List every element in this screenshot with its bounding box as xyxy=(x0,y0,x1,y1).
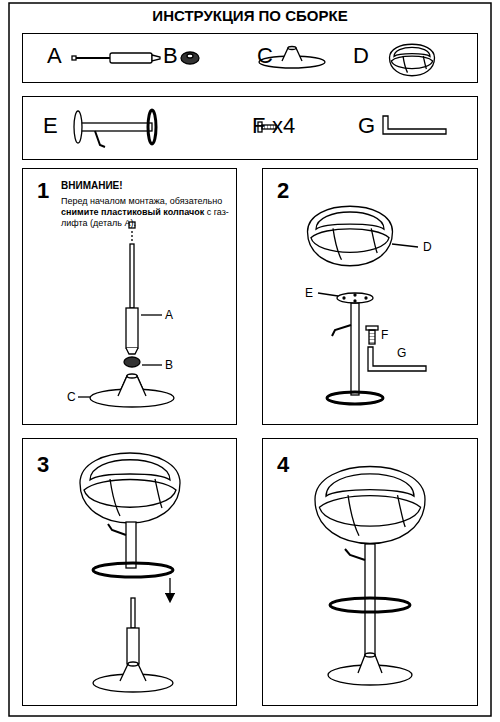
part-letter: D xyxy=(353,44,369,68)
part-e-column xyxy=(74,110,156,147)
step-number: 1 xyxy=(37,179,49,203)
step-panel: 3 xyxy=(22,438,237,706)
warning-text: снимите пластиковый колпачок xyxy=(61,207,204,217)
callout-letter: E xyxy=(305,287,313,300)
warning-heading: ВНИМАНИЕ! xyxy=(61,180,123,191)
part-letter: F xyxy=(252,114,265,138)
step-number: 2 xyxy=(277,179,289,203)
step1-gas-lift xyxy=(78,222,174,407)
warning-note: Перед началом монтажа, обязательно сними… xyxy=(61,196,233,228)
part-letter: A xyxy=(47,44,62,68)
step3-assembly xyxy=(80,453,180,692)
page-frame xyxy=(9,3,491,716)
quantity: x4 xyxy=(272,114,295,138)
part-letter: B xyxy=(163,44,178,68)
callout-letter: D xyxy=(423,241,432,254)
sheet-title: ИНСТРУКЦИЯ ПО СБОРКЕ xyxy=(0,7,500,24)
parts-list-box: E Fx4 G xyxy=(22,96,478,160)
step-number: 3 xyxy=(37,453,49,477)
callout-letter: C xyxy=(67,391,76,404)
warning-text: Перед началом монтажа, обязательно xyxy=(61,196,222,206)
part-letter: G xyxy=(358,114,375,138)
part-letter: E xyxy=(43,114,58,138)
callout-letter: B xyxy=(165,359,173,372)
part-b-bushing xyxy=(181,52,199,64)
part-d-seat xyxy=(390,44,435,76)
parts-list-box: A B C D xyxy=(22,33,478,83)
part-letter: C xyxy=(257,44,273,68)
part-a-gas-lift xyxy=(72,53,160,63)
part-g-allen-key xyxy=(383,116,446,134)
step-panel: 2D E FG xyxy=(262,168,478,425)
step-number: 4 xyxy=(277,453,289,477)
step-panel: 4 xyxy=(262,438,478,706)
step4-assembled-stool xyxy=(315,467,425,686)
callout-letter: A xyxy=(165,309,173,322)
step2-assembly xyxy=(308,206,427,404)
step-panel: 1 ВНИМАНИЕ! Перед началом монтажа, обязате… xyxy=(22,168,237,425)
callout-letter: G xyxy=(397,347,406,360)
callout-letter: F xyxy=(381,329,388,342)
